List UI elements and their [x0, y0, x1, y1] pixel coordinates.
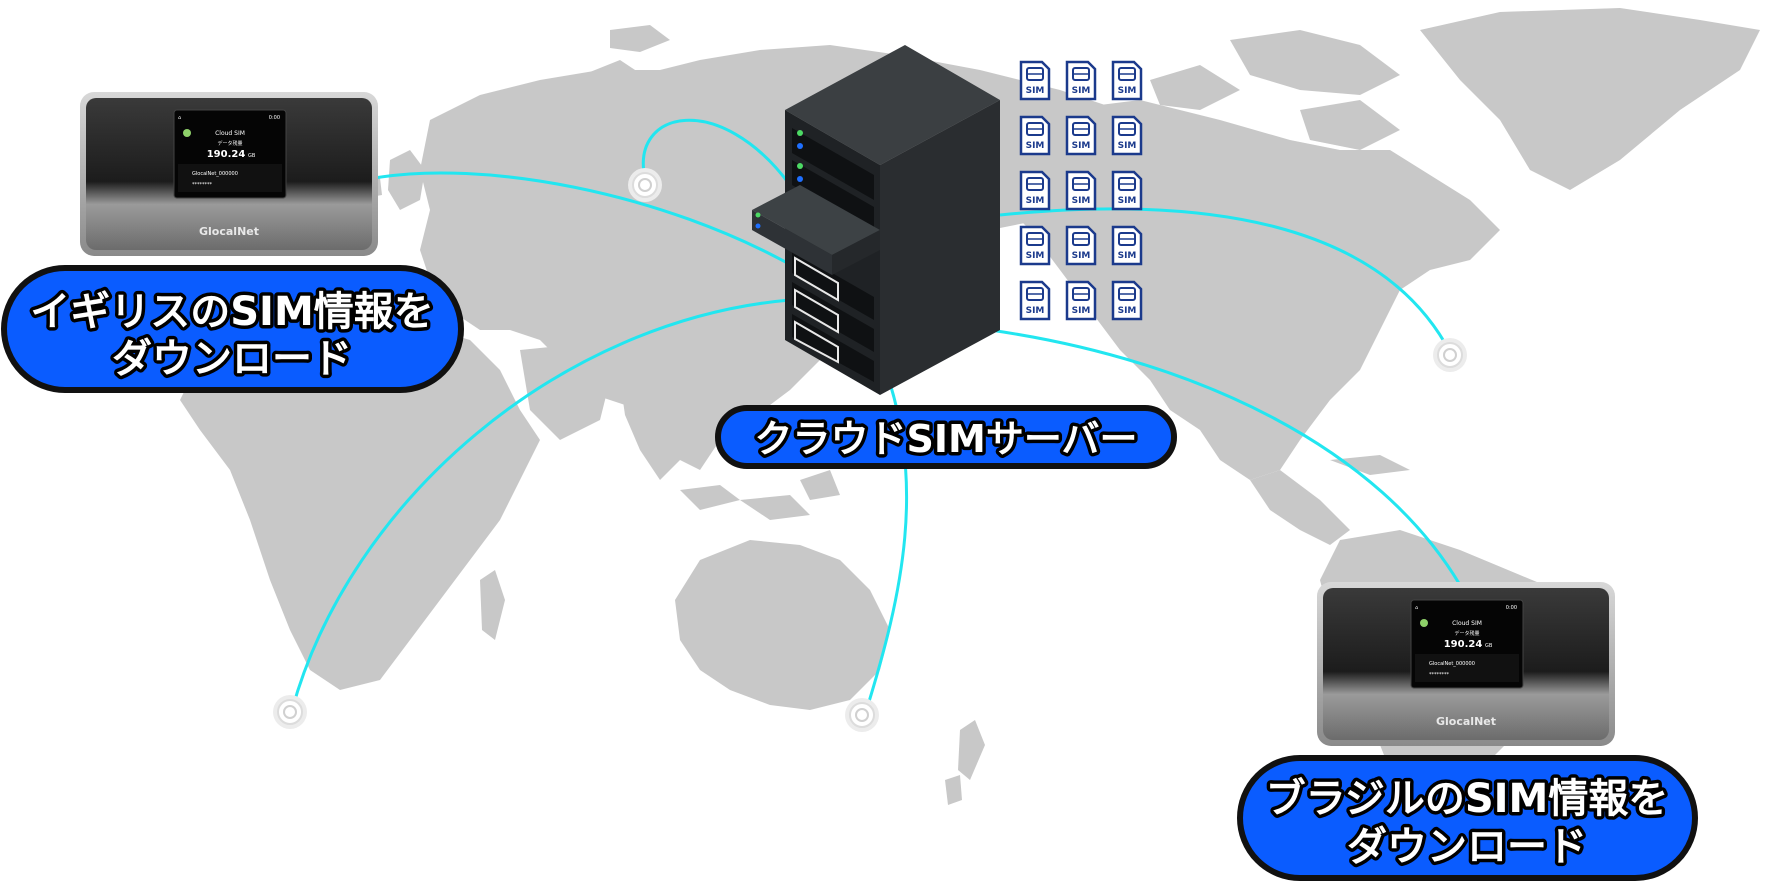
data-label: データ残量 — [1454, 630, 1479, 637]
network-ssid: GlocalNet_000000 — [1429, 661, 1475, 667]
sim-card-label: SIM — [1026, 306, 1045, 316]
data-label: データ残量 — [217, 140, 242, 147]
sim-card-label: SIM — [1118, 251, 1137, 261]
sim-card-label: SIM — [1026, 141, 1045, 151]
label-uk-download: イギリスのSIM情報を ダウンロード — [1, 265, 464, 393]
label-cloud-server: クラウドSIMサーバー — [715, 405, 1177, 469]
connection-australia-server — [866, 354, 909, 706]
map-africa — [180, 320, 540, 690]
sim-card-icon: SIM — [1019, 280, 1051, 321]
sim-card-label: SIM — [1118, 196, 1137, 206]
sim-card-icon: SIM — [1111, 280, 1143, 321]
mobile-router-uk: ⌂ 0:00 Cloud SIM データ残量 190.24 GB GlocalN… — [80, 92, 378, 256]
svg-text:⌂: ⌂ — [1415, 605, 1418, 611]
sim-card-icon: SIM — [1019, 170, 1051, 211]
sim-card-label: SIM — [1072, 86, 1091, 96]
label-uk-line1: イギリスのSIM情報を — [30, 289, 434, 335]
label-brazil-line2: ダウンロード — [1347, 824, 1587, 870]
data-unit: GB — [248, 153, 256, 159]
sim-card-icon: SIM — [1065, 170, 1097, 211]
password-mask: ******** — [1429, 672, 1450, 678]
sim-card-icon: SIM — [1111, 170, 1143, 211]
status-logo: ⌂ — [178, 115, 181, 121]
mobile-router-brazil: ⌂ 0:00 Cloud SIM データ残量 190.24 GB GlocalN… — [1317, 582, 1615, 746]
sim-card-label: SIM — [1072, 141, 1091, 151]
sim-card-icon: SIM — [1065, 60, 1097, 101]
location-pulse-icon — [273, 695, 307, 729]
sim-card-label: SIM — [1118, 86, 1137, 96]
location-pulse-icon — [1433, 338, 1467, 372]
map-uk — [388, 150, 425, 210]
connection-africa-server — [290, 298, 791, 711]
sim-card-label: SIM — [1072, 196, 1091, 206]
label-brazil-download: ブラジルのSIM情報を ダウンロード — [1237, 755, 1698, 881]
map-arctic-islands — [1230, 30, 1400, 95]
status-icon — [1420, 619, 1428, 627]
sim-card-label: SIM — [1026, 251, 1045, 261]
sim-card-icon: SIM — [1111, 225, 1143, 266]
data-value: 190.24 — [1444, 639, 1483, 650]
label-cloud-server-text: クラウドSIMサーバー — [755, 417, 1138, 461]
location-pulse-icon — [845, 698, 879, 732]
status-network: 0:00 — [269, 115, 280, 121]
sim-card-icon: SIM — [1019, 115, 1051, 156]
connection-europe-server — [641, 118, 792, 186]
map-australia — [675, 540, 890, 710]
sim-card-icon: SIM — [1065, 115, 1097, 156]
map-central-america — [1250, 470, 1350, 545]
router-brand: GlocalNet — [199, 225, 259, 238]
password-mask: ******** — [192, 182, 213, 188]
label-brazil-line1: ブラジルのSIM情報を — [1266, 776, 1669, 822]
screen-title: Cloud SIM — [215, 130, 245, 137]
map-greenland — [1420, 8, 1760, 190]
sim-card-icon: SIM — [1111, 115, 1143, 156]
server-rack-icon — [752, 45, 1000, 395]
sim-card-label: SIM — [1118, 141, 1137, 151]
sim-card-label: SIM — [1118, 306, 1137, 316]
status-icon — [183, 129, 191, 137]
connection-brazil-server — [989, 328, 1462, 586]
router-brand: GlocalNet — [1436, 715, 1496, 728]
sim-card-label: SIM — [1072, 306, 1091, 316]
sim-card-icon: SIM — [1019, 60, 1051, 101]
sim-card-grid: SIM SIM SIM SIM SIM SIM SIM SIM SIM SIM SIM SIM SIM S… — [1019, 60, 1143, 321]
status-time: 0:00 — [1506, 605, 1517, 611]
sim-card-label: SIM — [1026, 196, 1045, 206]
connection-uk-server — [374, 171, 801, 272]
network-ssid: GlocalNet_000000 — [192, 171, 238, 177]
sim-card-icon: SIM — [1019, 225, 1051, 266]
location-markers — [273, 168, 1467, 732]
location-pulse-icon — [628, 168, 662, 202]
sim-card-label: SIM — [1026, 86, 1045, 96]
sim-card-icon: SIM — [1065, 225, 1097, 266]
sim-card-icon: SIM — [1111, 60, 1143, 101]
screen-title: Cloud SIM — [1452, 620, 1482, 627]
sim-card-icon: SIM — [1065, 280, 1097, 321]
data-value: 190.24 — [207, 149, 246, 160]
data-unit: GB — [1485, 643, 1493, 649]
label-uk-line2: ダウンロード — [112, 336, 352, 382]
sim-card-label: SIM — [1072, 251, 1091, 261]
